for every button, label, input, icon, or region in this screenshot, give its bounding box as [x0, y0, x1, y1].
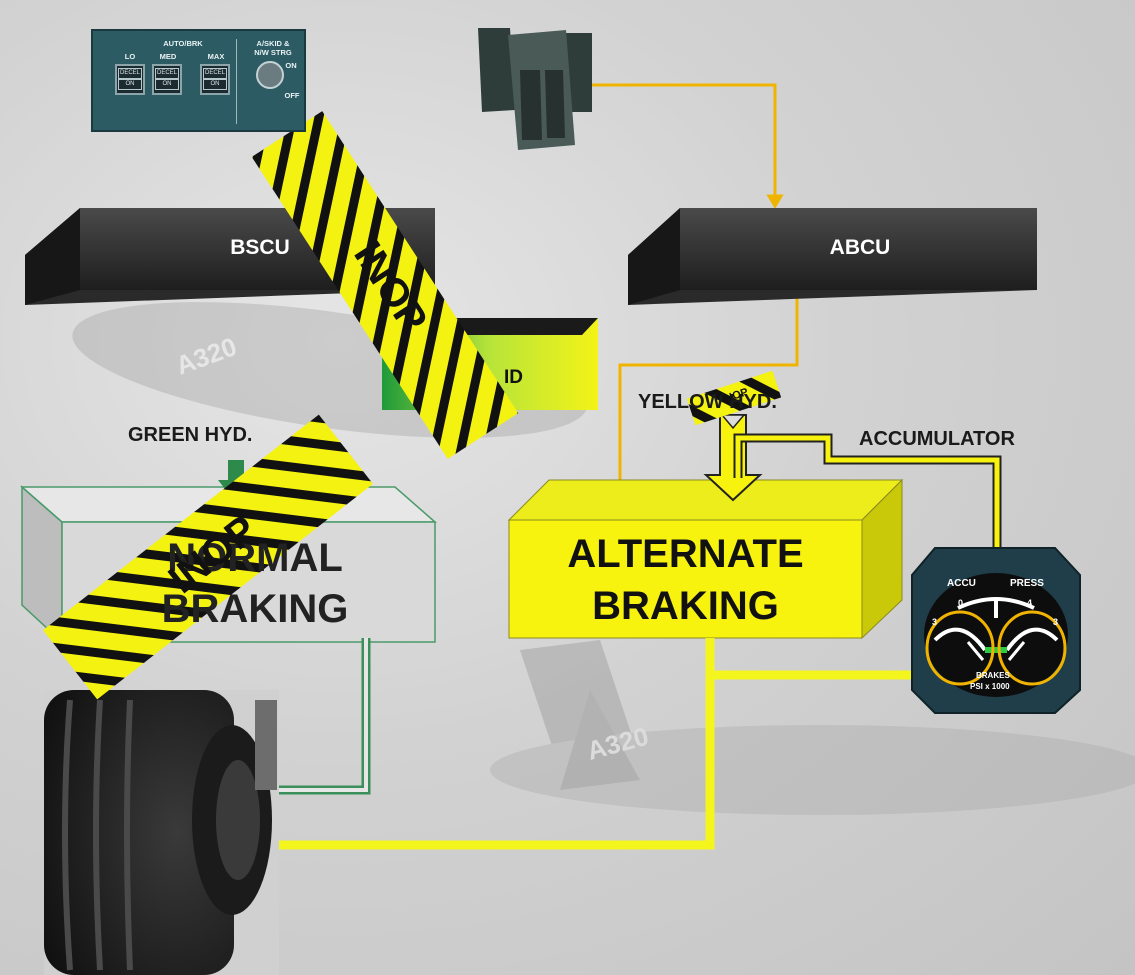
abcu-label: ABCU: [829, 236, 891, 259]
autobrk-max-button[interactable]: DECEL ON: [200, 64, 230, 95]
inop-tape-normal: [43, 414, 373, 700]
max-label: MAX: [207, 52, 225, 61]
alternate-braking-line1: ALTERNATE: [567, 532, 804, 576]
autobrk-title: AUTO/BRK: [163, 39, 203, 48]
switch-off-label: OFF: [284, 91, 300, 100]
normal-braking-line1: NORMAL: [167, 536, 343, 580]
accumulator-line: [733, 433, 1002, 565]
autobrk-med-button[interactable]: DECEL ON: [152, 64, 182, 95]
abcu-box: [628, 208, 1037, 305]
yellow-brake-lines: [225, 638, 912, 850]
wheel-tire-icon: [44, 690, 279, 975]
brake-pressure-gauge: [911, 547, 1081, 714]
autobrk-lo-button[interactable]: DECEL ON: [115, 64, 145, 95]
gauge-accu-label: ACCU: [947, 578, 976, 589]
accumulator-label: ACCUMULATOR: [859, 428, 1015, 450]
gauge-scale-right-top: 4: [1027, 598, 1033, 608]
alternate-braking-box: [507, 478, 904, 640]
gauge-brakes-label: BRAKES: [976, 671, 1010, 680]
antiskid-label: ID: [504, 367, 523, 388]
alternate-braking-line2: BRAKING: [592, 584, 779, 628]
gauge-press-label: PRESS: [1010, 578, 1044, 589]
switch-on-label: ON: [285, 61, 297, 70]
normal-braking-line2: BRAKING: [161, 587, 349, 631]
brake-pedal-icon: [478, 28, 592, 150]
yellow-hyd-label: YELLOW HYD.: [638, 391, 777, 413]
gauge-scale-left-top: 0: [958, 598, 964, 608]
med-label: MED: [159, 52, 177, 61]
lo-label: LO: [124, 52, 136, 61]
inop-tape-yellow: [686, 370, 782, 426]
bscu-label: BSCU: [230, 236, 290, 259]
askid-switch[interactable]: [256, 61, 284, 89]
autobrake-panel: AUTO/BRK A/SKID & N/W STRG LO MED MAX DE…: [91, 29, 306, 132]
green-hyd-label: GREEN HYD.: [128, 424, 253, 446]
askid-title-line2: N/W STRG: [254, 48, 292, 57]
inop-tape-bscu: [251, 111, 519, 459]
yellow-hyd-arrow-icon: [703, 414, 763, 502]
gauge-units-label: PSI x 1000: [970, 682, 1010, 691]
gauge-scale-right-bottom: 3: [1053, 617, 1059, 627]
askid-title-line1: A/SKID &: [256, 39, 290, 48]
gauge-scale-left-bottom: 3: [932, 617, 938, 627]
